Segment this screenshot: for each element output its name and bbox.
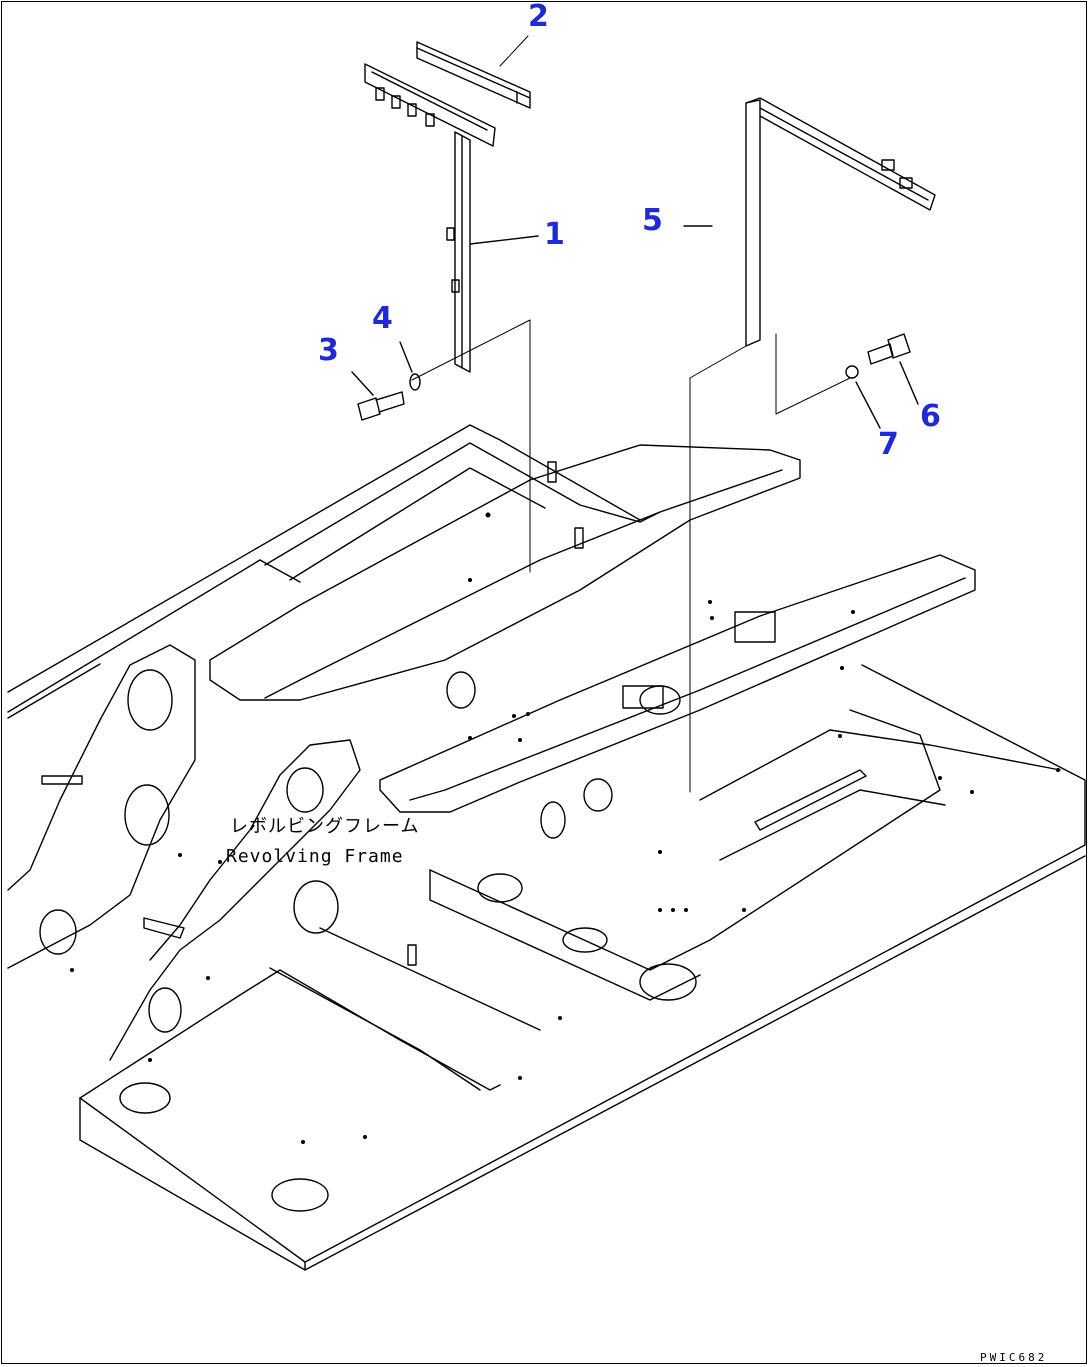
callout-2: 2 bbox=[528, 0, 549, 34]
part-1-bracket bbox=[365, 64, 538, 572]
part-7-washer bbox=[846, 366, 880, 428]
frame-label-english: Revolving Frame bbox=[226, 846, 404, 867]
callout-1: 1 bbox=[544, 217, 565, 252]
callout-5: 5 bbox=[642, 203, 663, 238]
callout-6: 6 bbox=[920, 399, 941, 434]
part-6-bolt bbox=[868, 334, 918, 404]
callout-3: 3 bbox=[318, 333, 339, 368]
revolving-frame bbox=[8, 425, 1085, 1270]
drawing-code: PWIC682 bbox=[980, 1351, 1048, 1364]
part-5-bracket bbox=[684, 98, 935, 792]
callout-7: 7 bbox=[878, 427, 899, 462]
callout-4: 4 bbox=[372, 301, 393, 336]
frame-bolt-holes bbox=[71, 513, 1060, 1144]
frame-label-japanese: レボルビングフレーム bbox=[230, 816, 420, 837]
part-4-washer bbox=[400, 342, 420, 390]
part-2-strip bbox=[417, 42, 530, 108]
part-3-bolt bbox=[352, 372, 404, 420]
